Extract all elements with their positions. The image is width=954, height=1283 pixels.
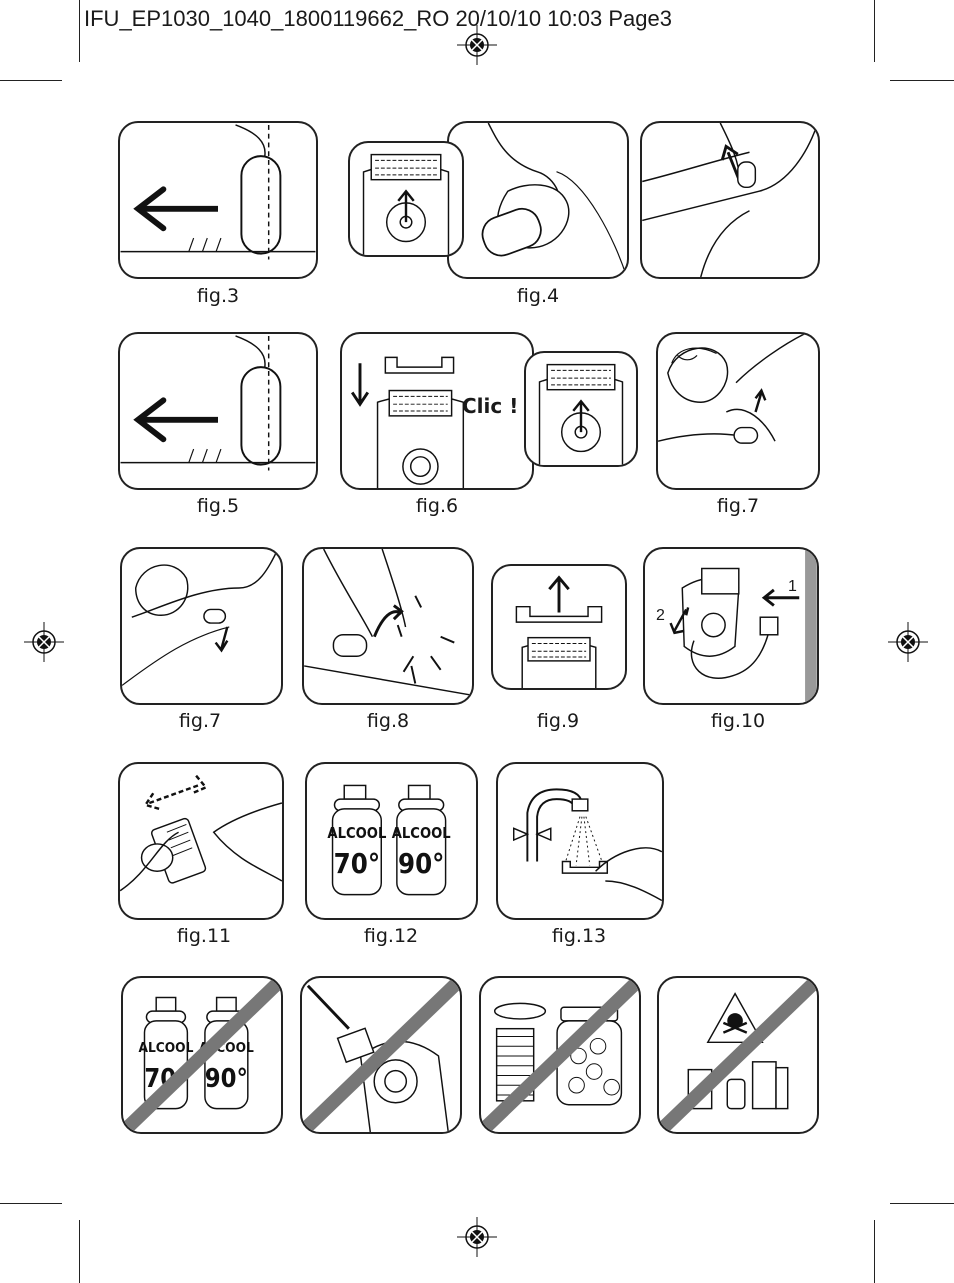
crop-mark-icon [0, 1203, 62, 1204]
bottle-90-degree: 90° [398, 849, 444, 880]
fig6-panel-closeup [524, 351, 638, 467]
fig11-panel [118, 762, 284, 920]
registration-mark-icon [457, 25, 497, 65]
clic-label: Clic ! [462, 394, 518, 418]
fig4-panel-closeup [348, 141, 464, 257]
file-header: IFU_EP1030_1040_1800119662_RO 20/10/10 1… [84, 6, 672, 32]
crop-mark-icon [874, 0, 875, 62]
crop-mark-icon [0, 80, 62, 81]
registration-mark-icon [457, 1217, 497, 1257]
fig13-panel [496, 762, 664, 920]
prohibited-cotton-panel [479, 976, 641, 1134]
crop-mark-icon [890, 80, 954, 81]
prohibited-alcohol-panel: ALCOOL 70° ALCOOL 90° [121, 976, 283, 1134]
caption-fig5: fig.5 [197, 495, 239, 517]
fig3-panel [118, 121, 318, 279]
bottle-90-degree: 90° [205, 1063, 248, 1093]
bottle-70-label: ALCOOL [327, 825, 387, 842]
leg-panel [640, 121, 820, 279]
prohibited-tool-panel [300, 976, 462, 1134]
fig9-panel [491, 564, 627, 690]
caption-fig4: fig.4 [517, 285, 559, 307]
caption-fig8: fig.8 [367, 710, 409, 732]
caption-fig6: fig.6 [416, 495, 458, 517]
caption-fig11: fig.11 [177, 925, 231, 947]
crop-mark-icon [874, 1220, 875, 1283]
caption-fig13: fig.13 [552, 925, 606, 947]
step-1-label: 1 [788, 578, 797, 596]
prohibited-chemicals-panel [657, 976, 819, 1134]
fig8-panel [302, 547, 474, 705]
crop-mark-icon [890, 1203, 954, 1204]
caption-fig7-b: fig.7 [179, 710, 221, 732]
caption-fig9: fig.9 [537, 710, 579, 732]
bottle-90-label: ALCOOL [392, 825, 452, 842]
step-2-label: 2 [656, 607, 665, 625]
fig10-panel [643, 547, 819, 705]
crop-mark-icon [79, 0, 80, 62]
fig4-panel-hand [447, 121, 629, 279]
fig5-panel [118, 332, 318, 490]
fig7-panel-a [656, 332, 820, 490]
bottle-70-degree: 70° [334, 849, 380, 880]
caption-fig7-a: fig.7 [717, 495, 759, 517]
crop-mark-icon [79, 1220, 80, 1283]
registration-mark-icon [888, 622, 928, 662]
bottle-70-label: ALCOOL [138, 1040, 193, 1056]
fig7-panel-b [120, 547, 283, 705]
caption-fig3: fig.3 [197, 285, 239, 307]
caption-fig12: fig.12 [364, 925, 418, 947]
caption-fig10: fig.10 [711, 710, 765, 732]
registration-mark-icon [24, 622, 64, 662]
fig12-panel: ALCOOL 70° ALCOOL 90° [305, 762, 478, 920]
